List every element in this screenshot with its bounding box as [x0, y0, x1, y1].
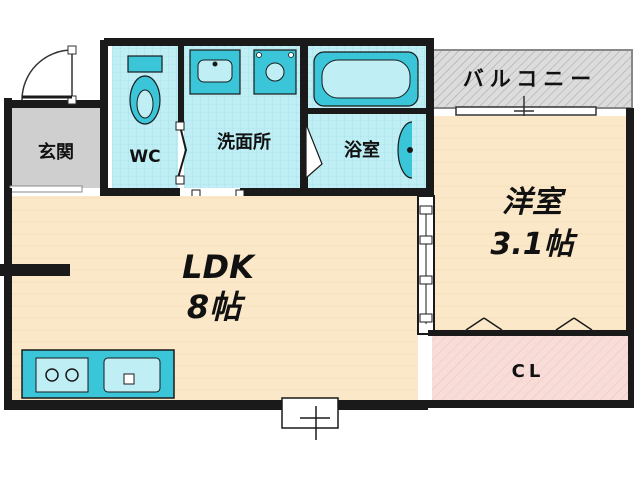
- label-ldk: LDK: [182, 248, 256, 286]
- balcony-area: [431, 49, 633, 109]
- entry-door: [21, 49, 73, 101]
- label-ldk-size: 8帖: [187, 288, 246, 326]
- closet-doors: [465, 317, 593, 331]
- label-western-room-size: 3.1帖: [490, 227, 578, 262]
- label-washroom: 洗面所: [217, 131, 271, 153]
- label-bathroom: 浴室: [344, 139, 380, 161]
- washing-machine-icon: [253, 49, 297, 95]
- washroom-door: [175, 121, 188, 185]
- label-entrance: 玄関: [38, 141, 74, 163]
- label-closet: CL: [512, 361, 545, 382]
- kitchen-counter: [21, 349, 175, 399]
- label-balcony: バルコニー: [463, 67, 598, 91]
- shower-icon: [397, 121, 413, 179]
- closet-area: [432, 336, 628, 402]
- western-room-area: [434, 116, 634, 330]
- washbasin-icon: [189, 49, 241, 95]
- toilet-icon: [127, 55, 163, 125]
- ldk-window: [281, 397, 339, 429]
- bathtub-icon: [313, 51, 419, 107]
- entrance-area: [8, 104, 104, 188]
- label-western-room: 洋室: [502, 185, 567, 220]
- label-wc: WC: [129, 147, 160, 167]
